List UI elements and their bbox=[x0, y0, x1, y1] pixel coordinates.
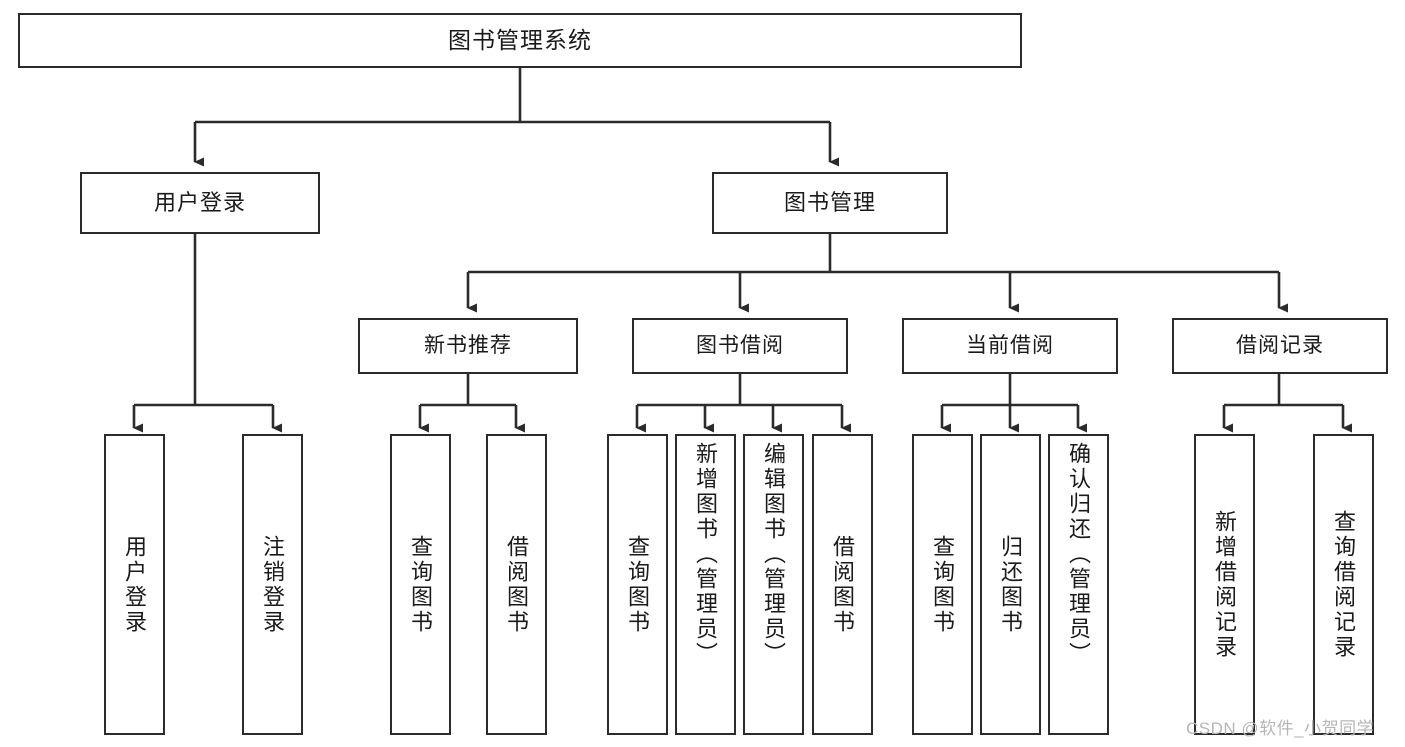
leaf-query-book-current[interactable]: 查询图书 bbox=[912, 434, 973, 735]
node-label: 图书管理 bbox=[783, 190, 876, 216]
leaf-text-wrap: 查询图书 bbox=[392, 436, 449, 733]
node-label: 归还图书 bbox=[998, 534, 1024, 635]
leaf-text-wrap: 借阅图书 bbox=[488, 436, 545, 733]
leaf-text-wrap: 编辑图书（管理员） bbox=[745, 436, 802, 739]
node-book-borrow[interactable]: 图书借阅 bbox=[632, 318, 848, 374]
leaf-query-book-borrow[interactable]: 查询图书 bbox=[607, 434, 668, 735]
node-root-system[interactable]: 图书管理系统 bbox=[18, 13, 1022, 68]
leaf-query-book-recommend[interactable]: 查询图书 bbox=[390, 434, 451, 735]
leaf-logout-login[interactable]: 注销登录 bbox=[242, 434, 303, 735]
leaf-text-wrap: 查询图书 bbox=[609, 436, 666, 733]
node-label: 图书借阅 bbox=[696, 333, 784, 357]
leaf-text-wrap: 归还图书 bbox=[982, 436, 1039, 733]
leaf-text-wrap: 查询借阅记录 bbox=[1315, 436, 1372, 733]
leaf-borrow-book[interactable]: 借阅图书 bbox=[812, 434, 873, 735]
node-label: 借阅图书 bbox=[504, 534, 530, 635]
node-label: 查询借阅记录 bbox=[1331, 509, 1357, 660]
node-label: 查询图书 bbox=[408, 534, 434, 635]
node-current-borrow[interactable]: 当前借阅 bbox=[902, 318, 1118, 374]
node-label: 图书管理系统 bbox=[448, 27, 592, 54]
leaf-text-wrap: 用户登录 bbox=[106, 436, 163, 733]
leaf-text-wrap: 新增图书（管理员） bbox=[677, 436, 734, 739]
leaf-text-wrap: 新增借阅记录 bbox=[1196, 436, 1253, 733]
node-user-login[interactable]: 用户登录 bbox=[80, 172, 320, 234]
leaf-text-wrap: 注销登录 bbox=[244, 436, 301, 733]
node-label: 借阅记录 bbox=[1236, 333, 1324, 357]
node-label: 新增图书（管理员） bbox=[693, 442, 719, 667]
leaf-add-borrow-record[interactable]: 新增借阅记录 bbox=[1194, 434, 1255, 735]
node-label: 新增借阅记录 bbox=[1212, 509, 1238, 660]
leaf-user-login[interactable]: 用户登录 bbox=[104, 434, 165, 735]
node-label: 注销登录 bbox=[260, 534, 286, 635]
node-label: 确认归还（管理员） bbox=[1066, 442, 1092, 667]
leaf-borrow-book-recommend[interactable]: 借阅图书 bbox=[486, 434, 547, 735]
node-label: 查询图书 bbox=[625, 534, 651, 635]
node-borrow-record[interactable]: 借阅记录 bbox=[1172, 318, 1388, 374]
node-book-management[interactable]: 图书管理 bbox=[712, 172, 948, 234]
leaf-return-book[interactable]: 归还图书 bbox=[980, 434, 1041, 735]
leaf-edit-book-admin[interactable]: 编辑图书（管理员） bbox=[743, 434, 804, 735]
node-new-book-recommend[interactable]: 新书推荐 bbox=[358, 318, 578, 374]
leaf-add-book-admin[interactable]: 新增图书（管理员） bbox=[675, 434, 736, 735]
leaf-text-wrap: 借阅图书 bbox=[814, 436, 871, 733]
node-label: 用户登录 bbox=[153, 190, 246, 216]
leaf-text-wrap: 查询图书 bbox=[914, 436, 971, 733]
node-label: 新书推荐 bbox=[424, 333, 512, 357]
node-label: 借阅图书 bbox=[830, 534, 856, 635]
leaf-query-borrow-record[interactable]: 查询借阅记录 bbox=[1313, 434, 1374, 735]
node-label: 查询图书 bbox=[930, 534, 956, 635]
csdn-watermark: CSDN @软件_小贺同学 bbox=[1186, 719, 1375, 738]
leaf-text-wrap: 确认归还（管理员） bbox=[1050, 436, 1107, 739]
node-label: 用户登录 bbox=[122, 534, 148, 635]
leaf-confirm-return-admin[interactable]: 确认归还（管理员） bbox=[1048, 434, 1109, 735]
node-label: 编辑图书（管理员） bbox=[761, 442, 787, 667]
node-label: 当前借阅 bbox=[966, 333, 1054, 357]
